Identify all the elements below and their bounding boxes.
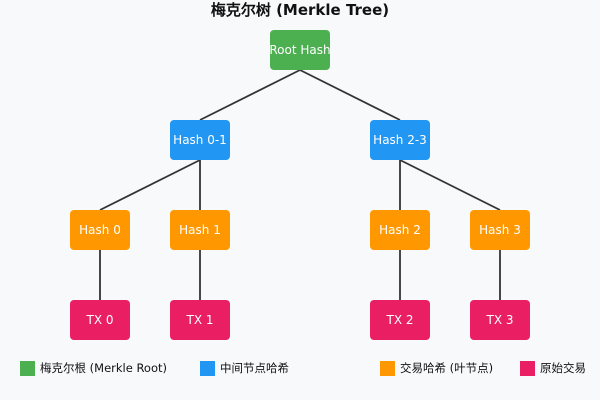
legend-label: 交易哈希 (叶节点) <box>400 361 494 375</box>
legend-swatch-transaction <box>520 360 535 376</box>
legend-item-transaction: 原始交易 <box>520 360 586 376</box>
hash-2-node: Hash 2 <box>370 210 430 250</box>
diagram-title: 梅克尔树 (Merkle Tree) <box>210 1 390 19</box>
legend-swatch-intermediate <box>200 360 215 376</box>
edge-hash23-hash3 <box>399 159 501 211</box>
root-hash-node: Root Hash <box>269 30 331 70</box>
tx-2-node: TX 2 <box>370 300 430 340</box>
legend-item-merkle-root: 梅克尔根 (Merkle Root) <box>20 360 167 376</box>
tx-1-node: TX 1 <box>170 300 230 340</box>
hash-1-node: Hash 1 <box>170 210 230 250</box>
legend-swatch-root <box>20 360 35 376</box>
tx-0-node: TX 0 <box>70 300 130 340</box>
tx-3-node: TX 3 <box>470 300 530 340</box>
hash-3-node: Hash 3 <box>470 210 530 250</box>
edge-root-hash01 <box>199 69 301 121</box>
legend-label: 梅克尔根 (Merkle Root) <box>40 361 167 375</box>
legend-label: 原始交易 <box>540 361 586 375</box>
edge-hash01-hash0 <box>99 159 201 211</box>
hash-0-node: Hash 0 <box>70 210 130 250</box>
legend-label: 中间节点哈希 <box>220 361 289 375</box>
legend-item-intermediate: 中间节点哈希 <box>200 360 289 376</box>
legend-item-leaf: 交易哈希 (叶节点) <box>380 360 493 376</box>
hash-0-1-node: Hash 0-1 <box>170 120 230 160</box>
hash-2-3-node: Hash 2-3 <box>370 120 430 160</box>
legend-swatch-leaf <box>380 360 395 376</box>
edge-root-hash23 <box>299 69 401 121</box>
